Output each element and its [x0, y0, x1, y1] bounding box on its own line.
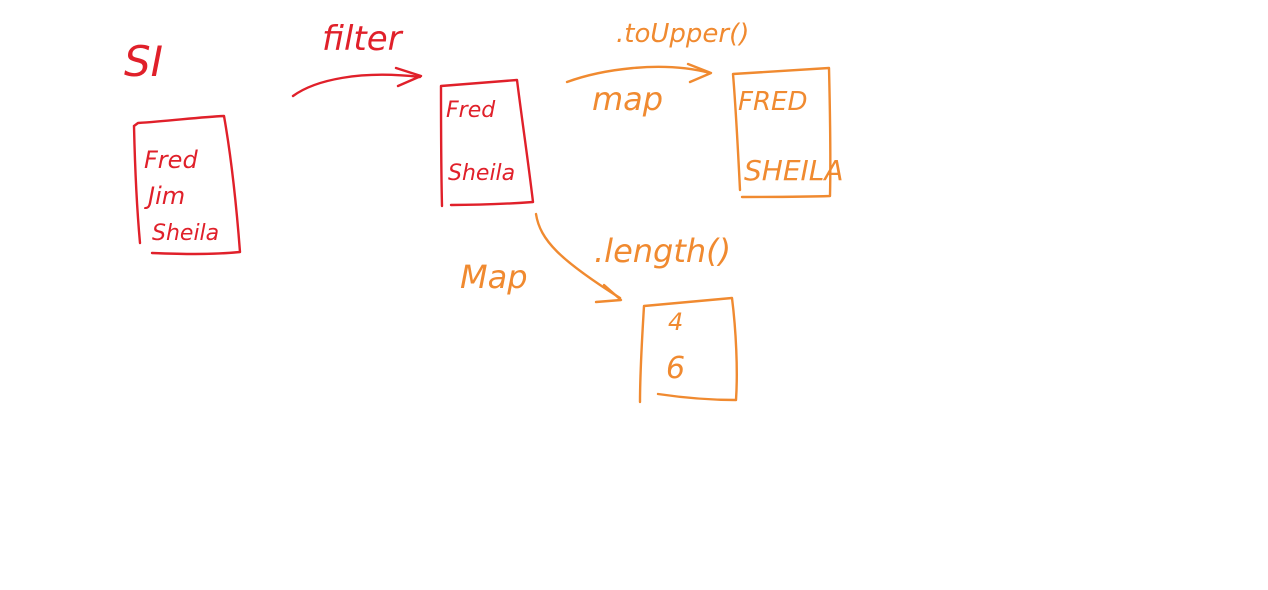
upper-map-arrow: .toUpper() map: [565, 19, 749, 118]
upper-method-label: .toUpper(): [616, 19, 749, 49]
upper-list-box: FRED SHEILA: [731, 66, 844, 199]
length-method-label: .length(): [594, 232, 731, 270]
source-list-box: Fred Jim Sheila: [132, 114, 242, 256]
source-item: Jim: [144, 182, 185, 210]
upper-item: FRED: [738, 87, 807, 117]
length-map-arrow: .length() Map: [460, 212, 731, 304]
length-item: 4: [668, 308, 683, 336]
source-item: Fred: [144, 146, 198, 174]
source-label: SI: [124, 37, 163, 86]
upper-map-label: map: [592, 80, 663, 118]
length-item: 6: [666, 351, 685, 386]
filtered-item: Sheila: [448, 161, 515, 186]
filter-label: filter: [322, 19, 404, 59]
filter-arrow: filter: [291, 19, 423, 98]
length-map-label: Map: [460, 258, 528, 296]
length-list-box: 4 6: [638, 296, 738, 404]
filtered-item: Fred: [446, 98, 496, 123]
filtered-list-box: Fred Sheila: [439, 78, 535, 208]
upper-item: SHEILA: [744, 154, 844, 187]
source-item: Sheila: [152, 221, 219, 246]
